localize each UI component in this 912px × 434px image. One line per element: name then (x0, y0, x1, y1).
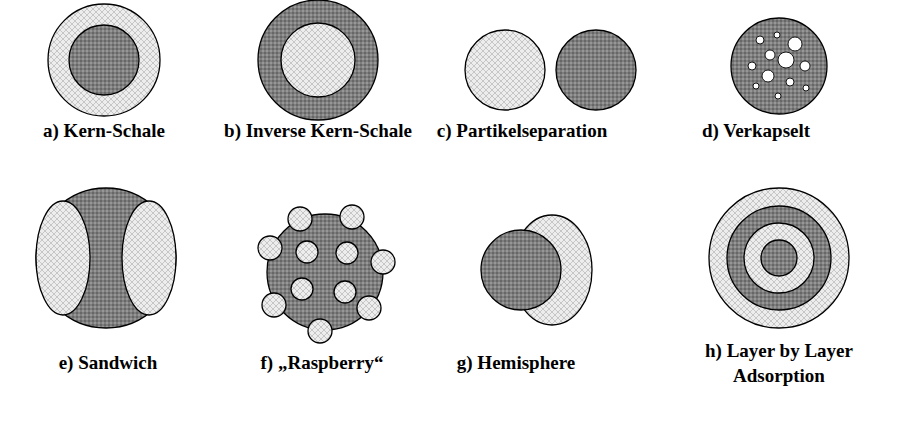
layer (744, 223, 814, 293)
caption-label: a) Kern-Schale (43, 118, 165, 143)
inclusions (748, 32, 810, 99)
layer (727, 206, 831, 310)
particle (267, 214, 383, 330)
caption-label: h) Layer by Layer Adsorption (679, 338, 879, 388)
side-layer (36, 201, 90, 315)
core (69, 25, 139, 95)
caption-label: f) „Raspberry“ (261, 350, 384, 375)
particle (556, 30, 636, 110)
surface-particles (258, 205, 395, 343)
core (281, 23, 355, 97)
particle (36, 188, 176, 328)
shell (48, 4, 160, 116)
caption-label: g) Hemisphere (457, 350, 575, 375)
particle (481, 230, 561, 310)
caption-label: e) Sandwich (59, 350, 158, 375)
layer (709, 188, 849, 328)
shell (258, 0, 378, 120)
side-layer (122, 201, 176, 315)
caption-label: d) Verkapselt (702, 118, 810, 143)
particle (465, 30, 545, 110)
caption-label: c) Partikelseparation (437, 118, 607, 143)
caption-label: b) Inverse Kern-Schale (224, 118, 412, 143)
core (761, 240, 797, 276)
matrix-particle (731, 18, 827, 114)
